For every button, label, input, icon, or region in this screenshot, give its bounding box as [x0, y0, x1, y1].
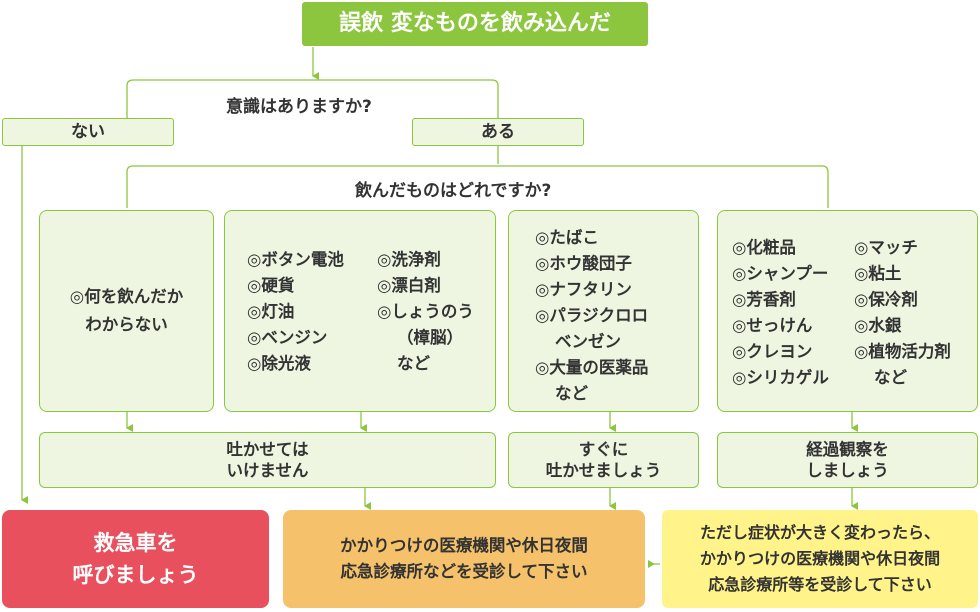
category-item: ◎たばこ	[535, 228, 599, 247]
category-item: など	[555, 384, 588, 403]
category-item: ◎芳香剤	[732, 290, 796, 309]
category-item: ◎除光液	[247, 354, 311, 373]
answer-yes: ある	[412, 118, 584, 146]
category-item: ◎ボタン電池	[247, 250, 344, 269]
category-item: ◎パラジクロロ	[535, 306, 649, 325]
category-item: ◎水銀	[854, 316, 902, 335]
advice-line: すぐに	[578, 439, 629, 459]
connector-q1-bracket	[126, 79, 499, 118]
category-item: ◎ホウ酸団子	[535, 254, 632, 273]
result-clinic: かかりつけの医療機関や休日夜間 応急診療所などを受診して下さい	[283, 510, 645, 608]
advice-line: 吐かせては	[226, 439, 309, 459]
advice-line: しましょう	[806, 461, 889, 480]
answer-no-label: ない	[71, 121, 105, 142]
result-line: 応急診療所等を受診して下さい	[708, 575, 932, 594]
result-line: 応急診療所などを受診して下さい	[340, 562, 588, 581]
result-ambulance: 救急車を 呼びましょう	[2, 510, 269, 608]
category-item: ◎粘土	[854, 264, 902, 283]
category-vomit: ◎たばこ ◎ホウ酸団子 ◎ナフタリン ◎パラジクロロ ベンゼン ◎大量の医薬品 …	[508, 210, 699, 412]
category-item: ◎しょうのう	[377, 302, 474, 321]
advice-line: 吐かせましょう	[545, 461, 662, 480]
category-no-vomit: ◎ボタン電池 ◎硬貨 ◎灯油 ◎ベンジン ◎除光液 ◎洗浄剤 ◎漂白剤 ◎しょう…	[224, 210, 496, 412]
advice-vomit: すぐに 吐かせましょう	[508, 432, 699, 488]
category-observe: ◎化粧品 ◎シャンプー ◎芳香剤 ◎せっけん ◎クレヨン ◎シリカゲル ◎マッチ…	[717, 210, 978, 412]
category-item: ◎シリカゲル	[732, 368, 829, 387]
advice-line: いけません	[226, 461, 309, 480]
category-item: （樟脳）	[397, 328, 463, 347]
result-observe-note: ただし症状が大きく変わったら、 かかりつけの医療機関や休日夜間 応急診療所等を受…	[662, 510, 978, 608]
category-item: ◎洗浄剤	[377, 250, 441, 269]
category-unknown-line: ◎何を飲んだか	[69, 287, 184, 306]
advice-line: 経過観察を	[806, 439, 889, 459]
category-item: ◎ナフタリン	[535, 280, 632, 299]
result-line: かかりつけの医療機関や休日夜間	[699, 549, 941, 568]
result-line: ただし症状が大きく変わったら、	[699, 523, 940, 542]
category-item: ◎漂白剤	[377, 276, 441, 295]
result-line: かかりつけの医療機関や休日夜間	[340, 536, 588, 555]
question-what-swallowed: 飲んだものはどれですか?	[355, 181, 552, 201]
question-consciousness: 意識はありますか?	[226, 97, 372, 117]
category-item: など	[397, 354, 430, 373]
category-item: など	[874, 368, 907, 387]
category-unknown-line: わからない	[85, 315, 168, 334]
result-line: 呼びましょう	[72, 563, 199, 587]
advice-no-vomit: 吐かせては いけません	[39, 432, 496, 488]
category-item: ◎植物活力剤	[854, 342, 951, 361]
diagram-title: 誤飲 変なものを飲み込んだ	[302, 2, 648, 46]
category-item: ◎灯油	[247, 302, 295, 321]
category-unknown: ◎何を飲んだか わからない	[39, 210, 214, 412]
category-item: ◎マッチ	[854, 238, 918, 257]
category-item: ◎大量の医薬品	[535, 358, 649, 377]
category-item: ◎せっけん	[732, 316, 813, 335]
diagram-title-text: 誤飲 変なものを飲み込んだ	[339, 10, 611, 36]
connector-q2-bracket	[126, 165, 829, 208]
category-item: ◎シャンプー	[732, 264, 829, 283]
category-item: ◎化粧品	[732, 238, 796, 257]
category-item: ◎クレヨン	[732, 342, 813, 361]
category-item: ◎硬貨	[247, 276, 295, 295]
category-item: ◎保冷剤	[854, 290, 918, 309]
result-line: 救急車を	[93, 531, 178, 555]
advice-observe: 経過観察を しましょう	[717, 432, 978, 488]
answer-yes-label: ある	[481, 121, 515, 142]
category-item: ベンゼン	[555, 332, 621, 351]
answer-no: ない	[2, 118, 174, 146]
category-item: ◎ベンジン	[247, 328, 328, 347]
